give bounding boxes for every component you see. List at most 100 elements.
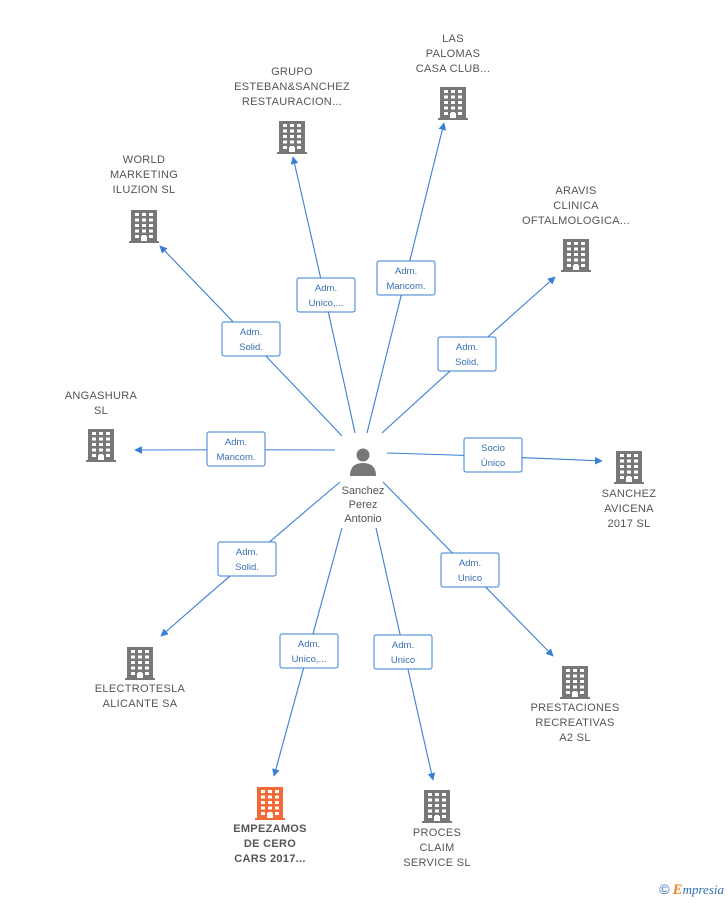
building-window: [566, 685, 570, 689]
relation-label-world-marketing[interactable]: Adm.Solid.: [221, 321, 281, 357]
building-window: [268, 806, 272, 810]
building-window: [634, 476, 638, 479]
company-name-line: CASA CLUB...: [416, 63, 491, 75]
relation-label-electrotesla[interactable]: Adm.Solid.: [217, 541, 277, 577]
copyright-symbol: ©: [659, 881, 670, 897]
relation-box: [217, 541, 277, 577]
company-name-line: ALICANTE SA: [103, 698, 178, 710]
building-icon[interactable]: [255, 787, 285, 820]
relation-text: Adm.: [456, 342, 478, 353]
building-window: [138, 650, 142, 653]
building-window: [149, 218, 153, 222]
building-window: [435, 804, 439, 807]
building-icon[interactable]: [86, 429, 116, 462]
building-icon[interactable]: [561, 239, 591, 272]
relation-label-aravis[interactable]: Adm.Solid.: [437, 336, 497, 372]
building-window: [620, 465, 624, 468]
building-window: [290, 140, 294, 144]
building-icon[interactable]: [560, 666, 590, 699]
building-door: [267, 813, 273, 819]
building-door: [137, 673, 143, 679]
relation-text: Adm.: [225, 437, 247, 448]
building-door: [289, 147, 295, 153]
building-window: [268, 795, 272, 799]
building-window: [566, 669, 570, 672]
building-window: [149, 213, 153, 216]
building-window: [580, 680, 584, 683]
building-base: [129, 241, 159, 243]
relation-label-angashura[interactable]: Adm.Mancom.: [206, 431, 266, 467]
company-name-line: SANCHEZ: [602, 488, 657, 500]
relation-text: Unico: [391, 655, 415, 666]
building-window: [275, 812, 279, 815]
relation-label-prestaciones[interactable]: Adm.Unico: [440, 552, 500, 588]
building-window: [149, 224, 153, 227]
building-icon[interactable]: [422, 790, 452, 823]
building-window: [261, 795, 265, 799]
building-window: [290, 124, 294, 127]
building-window: [283, 129, 287, 133]
relation-box: [373, 634, 433, 670]
company-node-grupo-esteban[interactable]: GRUPOESTEBAN&SANCHEZRESTAURACION...: [234, 66, 350, 154]
building-window: [435, 793, 439, 796]
relation-text: Solid.: [235, 562, 259, 573]
relation-label-las-palomas[interactable]: Adm.Mancom.: [376, 260, 436, 296]
relation-label-grupo-esteban[interactable]: Adm.Unico,...: [296, 277, 356, 313]
company-name-line: ELECTROTESLA: [95, 683, 186, 695]
brand-initial: E: [672, 882, 683, 898]
building-icon[interactable]: [125, 647, 155, 680]
building-door: [141, 236, 147, 242]
building-window: [275, 795, 279, 799]
building-window: [567, 253, 571, 256]
relation-label-proces-claim[interactable]: Adm. Unico: [373, 634, 433, 670]
relation-label-empezamos[interactable]: Adm.Unico,...: [279, 633, 339, 669]
building-window: [275, 806, 279, 810]
relation-box: [437, 336, 497, 372]
relation-text: Unico: [458, 573, 482, 584]
company-node-aravis[interactable]: ARAVISCLINICAOFTALMOLOGICA...: [522, 185, 630, 272]
building-base: [438, 118, 468, 120]
company-name-line: A2 SL: [559, 732, 590, 744]
building-icon[interactable]: [438, 87, 468, 120]
building-window: [580, 691, 584, 694]
person-name-line: Antonio: [344, 513, 381, 525]
company-name-line: PRESTACIONES: [531, 702, 620, 714]
building-icon[interactable]: [277, 121, 307, 154]
building-window: [573, 680, 577, 683]
relation-text: Adm.: [392, 640, 414, 651]
building-window: [297, 135, 301, 138]
company-name-line: MARKETING: [110, 169, 178, 181]
building-window: [135, 235, 139, 238]
building-window: [451, 90, 455, 93]
building-icon[interactable]: [614, 451, 644, 484]
building-window: [442, 809, 446, 813]
company-name-line: ILUZION SL: [113, 184, 176, 196]
building-window: [131, 650, 135, 653]
building-window: [444, 106, 448, 110]
building-window: [99, 448, 103, 452]
building-window: [145, 661, 149, 664]
building-window: [99, 437, 103, 441]
building-icon[interactable]: [129, 210, 159, 243]
relation-text: Adm.: [240, 327, 262, 338]
company-node-electrotesla[interactable]: ELECTROTESLA ALICANTE SA: [95, 647, 186, 710]
building-window: [574, 247, 578, 251]
building-window: [283, 124, 287, 127]
building-window: [442, 793, 446, 796]
relation-text: Unico,...: [292, 654, 327, 665]
building-window: [567, 258, 571, 262]
building-window: [442, 815, 446, 818]
relation-box: [376, 260, 436, 296]
building-window: [283, 140, 287, 144]
building-base: [125, 678, 155, 680]
building-window: [142, 224, 146, 227]
